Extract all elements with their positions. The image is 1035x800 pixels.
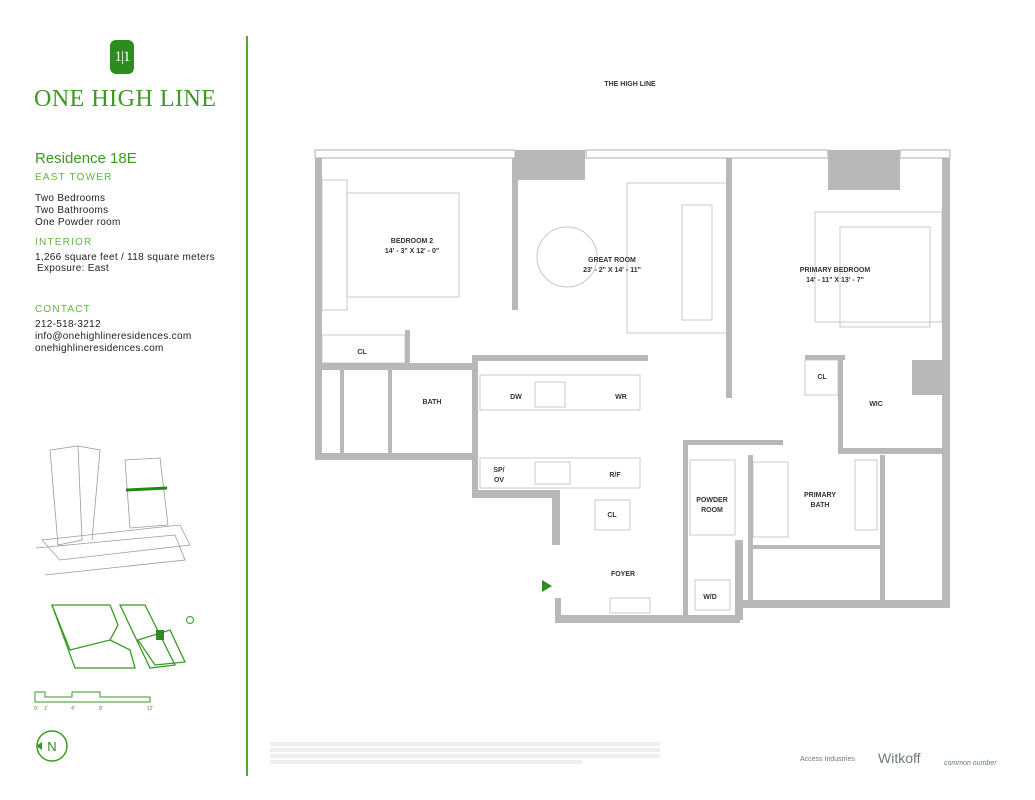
area: 1,266 square feet / 118 square meters [35, 252, 215, 263]
exposure: Exposure: East [37, 263, 110, 274]
room-label: PRIMARY BEDROOM [800, 267, 871, 274]
room-label: CL [607, 512, 617, 519]
scale-tick: 1' [44, 706, 48, 712]
contact-heading: CONTACT [35, 304, 91, 315]
room-label: FOYER [611, 571, 635, 578]
walls [315, 150, 950, 623]
room-label: W/D [703, 594, 717, 601]
room-label: WR [615, 394, 627, 401]
room-label: BATH [811, 502, 830, 509]
scale-tick: 0' [34, 706, 38, 712]
phone[interactable]: 212-518-3212 [35, 319, 101, 330]
partner-logo-common-number: common number [944, 760, 997, 767]
room-label: R/F [609, 472, 621, 479]
room-label: CL [357, 349, 367, 356]
tower-label: EAST TOWER [35, 172, 113, 183]
logo-mark: 1|1 [110, 40, 134, 74]
room-label: BATH [423, 399, 442, 406]
room-label: WIC [869, 401, 883, 408]
unit-highlight [125, 486, 168, 492]
room-label: CL [817, 374, 827, 381]
disclaimer [270, 740, 660, 766]
compass-pointer [36, 742, 42, 750]
partner-logo-witkoff: Witkoff [878, 750, 921, 766]
residence-title: Residence 18E [35, 150, 137, 167]
furniture [321, 179, 943, 614]
entry-arrow-icon [542, 580, 552, 592]
room-label: DW [510, 394, 522, 401]
room-dims: 23' - 2" X 14' - 11" [583, 267, 641, 274]
building-sketch [35, 445, 191, 576]
room-dims: 14' - 11" X 13' - 7" [806, 277, 864, 284]
email-link[interactable]: info@onehighlineresidences.com [35, 331, 192, 342]
site-plan [51, 604, 186, 669]
compass-label: N [47, 739, 56, 754]
room-label: GREAT ROOM [588, 257, 636, 264]
website-link[interactable]: onehighlineresidences.com [35, 343, 164, 354]
feature-3: One Powder room [35, 217, 121, 228]
feature-2: Two Bathrooms [35, 205, 109, 216]
room-label: SP/ [493, 467, 504, 474]
site-marker [156, 630, 164, 640]
scale-tick: 12' [147, 706, 154, 712]
partner-logo-access: Access Industries [800, 756, 855, 763]
room-dims: 14' - 3" X 12' - 0" [385, 248, 439, 255]
room-label: OV [494, 477, 504, 484]
brand-name: ONE HIGH LINE [34, 86, 217, 112]
high-line-label: THE HIGH LINE [604, 81, 656, 88]
scale-tick: 4' [71, 706, 75, 712]
divider [246, 36, 248, 776]
room-label: PRIMARY [804, 492, 836, 499]
interior-heading: INTERIOR [35, 237, 93, 248]
scale-tick: 8' [99, 706, 103, 712]
room-label: POWDER [696, 497, 728, 504]
feature-1: Two Bedrooms [35, 193, 106, 204]
room-label: ROOM [701, 507, 723, 514]
site-north-icon [186, 616, 194, 624]
scale-bar [34, 691, 151, 703]
room-label: BEDROOM 2 [391, 238, 434, 245]
